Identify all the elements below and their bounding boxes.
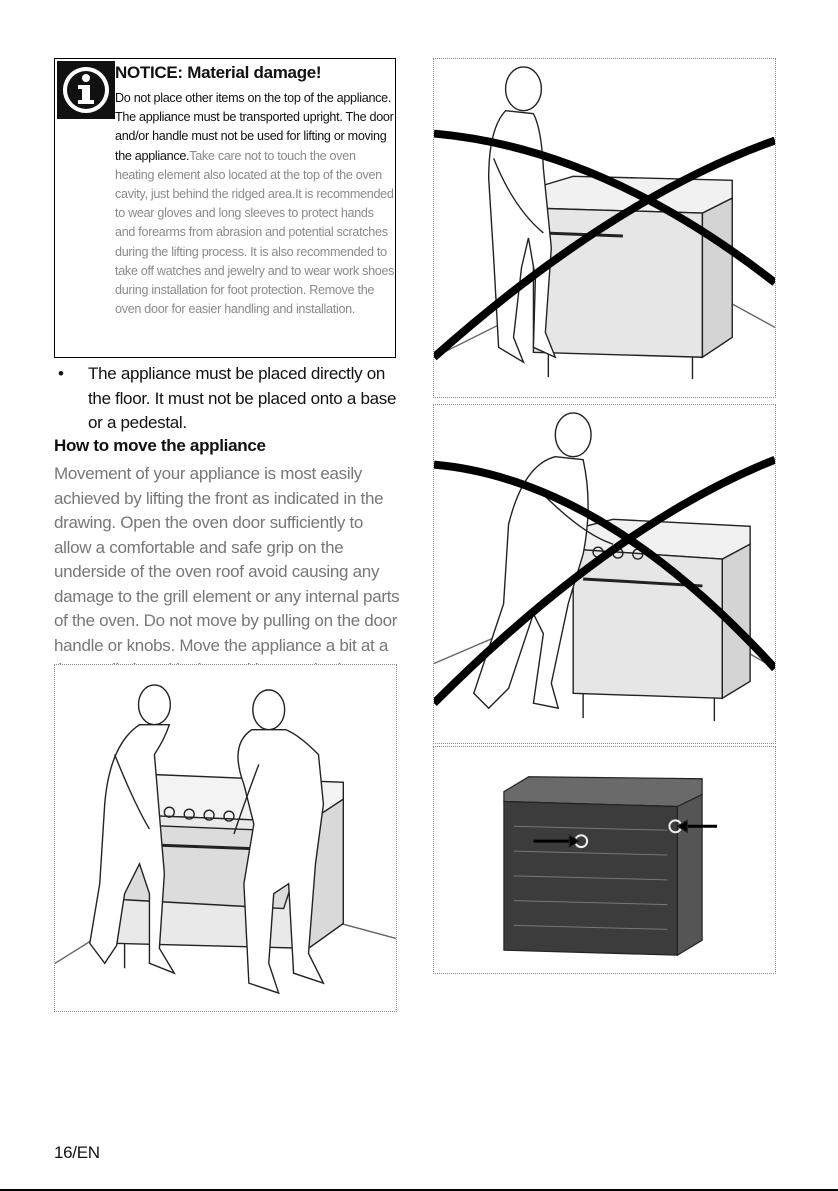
rear-view-illustration [433, 746, 776, 974]
info-icon [57, 61, 115, 119]
notice-body-lead: Do not place other items on the top of t… [115, 91, 394, 163]
wrong-method-illustration-1 [433, 58, 776, 398]
notice-box: NOTICE: Material damage! Do not place ot… [54, 58, 396, 358]
section-body: Movement of your appliance is most easil… [54, 464, 400, 679]
lifting-illustration [54, 664, 397, 1012]
notice-title: NOTICE: Material damage! [115, 63, 322, 82]
notice-body: Do not place other items on the top of t… [115, 89, 395, 319]
bullet-text: The appliance must be placed directly on… [88, 364, 397, 432]
bullet-symbol: • [58, 364, 64, 383]
bottom-rule [0, 1189, 838, 1191]
notice-body-faint: Take care not to touch the oven heating … [115, 148, 395, 317]
page-number: 16/EN [54, 1143, 100, 1162]
section-heading: How to move the appliance [54, 436, 266, 455]
wrong-method-illustration-2 [433, 404, 776, 744]
